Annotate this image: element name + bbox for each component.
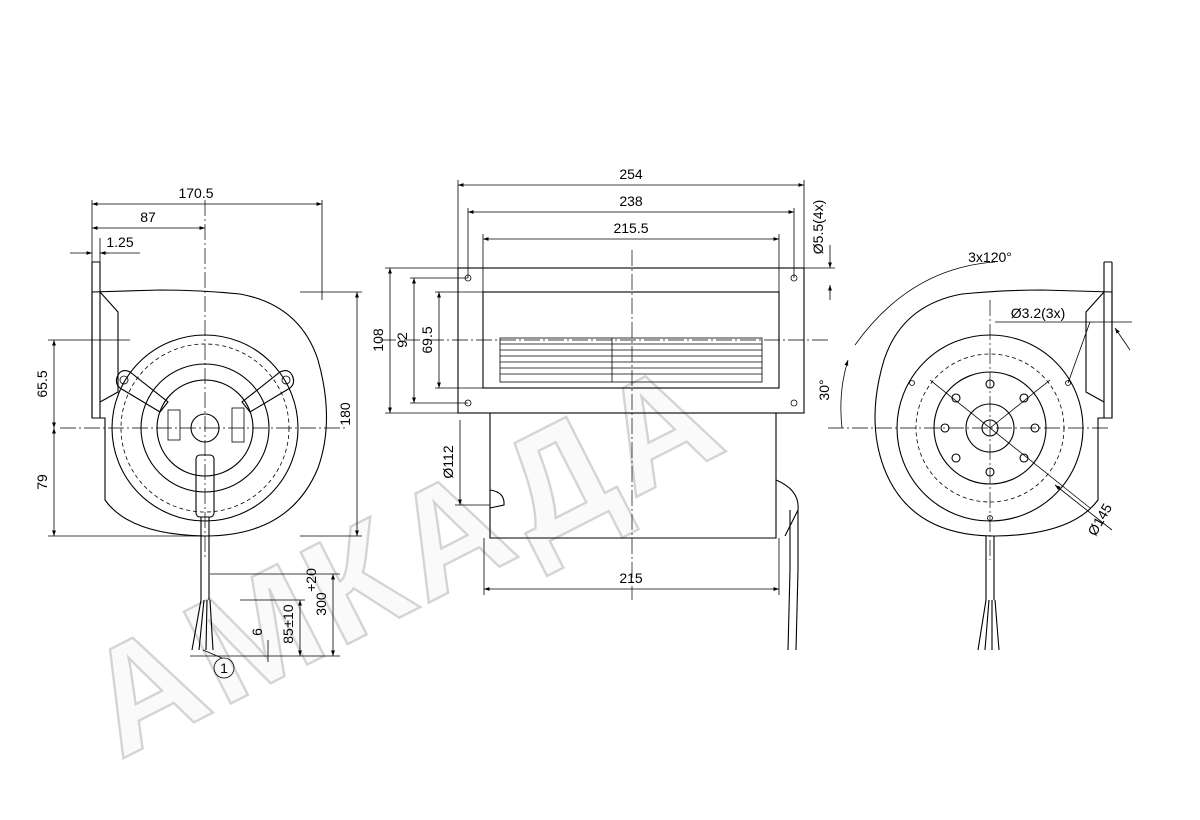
dim-55-label: Ø5.5(4x) <box>810 200 826 254</box>
mid-housing-body <box>489 413 799 539</box>
dim-79-label: 79 <box>34 474 50 490</box>
dim-112-label: Ø112 <box>440 445 456 478</box>
left-mount-arm-right <box>241 369 295 413</box>
dim-32-label: Ø3.2(3x) <box>1011 305 1065 321</box>
dim-145-label: Ø145 <box>1084 500 1115 538</box>
dim-6-label: 6 <box>249 628 265 636</box>
mid-cable <box>787 510 799 651</box>
dim-125-label: 1.25 <box>106 234 133 250</box>
left-arm-hole-1 <box>119 375 129 385</box>
dim-695-label: 69.5 <box>419 326 435 353</box>
dim-30-label: 30° <box>816 379 832 400</box>
right-diagonal-1 <box>929 379 1091 509</box>
mid-impeller <box>499 337 763 383</box>
dim-215-label: 215 <box>619 570 643 586</box>
angle-arc-120 <box>854 261 996 346</box>
left-arm-hole-2 <box>281 375 291 385</box>
dim-87-label: 87 <box>140 209 156 225</box>
left-cable <box>191 517 214 651</box>
dim-300-label: 300 <box>313 592 329 616</box>
dim-92-label: 92 <box>394 332 410 348</box>
right-outlet-flange <box>1085 261 1113 419</box>
right-housing-outline <box>874 289 1113 537</box>
callout-leader <box>202 649 223 659</box>
right-cable <box>977 536 1000 651</box>
dim-655-label: 65.5 <box>34 370 50 397</box>
rivet <box>951 453 961 463</box>
left-label-plate-2 <box>231 407 245 443</box>
impeller-body <box>499 337 763 383</box>
left-view: 170.5 87 1.25 65.5 79 180 300 +20 85 ±10… <box>34 185 362 679</box>
mount-hole <box>790 399 798 407</box>
right-mount-hole <box>909 380 915 386</box>
right-view: 3x120° Ø3.2(3x) 30° Ø145 <box>816 249 1132 651</box>
callout-circle-icon <box>213 657 235 679</box>
dim-238-label: 238 <box>619 193 643 209</box>
middle-view: 254 238 215.5 Ø5.5(4x) 108 92 69.5 Ø112 <box>370 166 835 651</box>
right-mount-hole <box>1065 380 1071 386</box>
dim-180-label: 180 <box>337 402 353 426</box>
dim-2155-label: 215.5 <box>613 220 648 236</box>
dim-300-tol: +20 <box>303 568 319 592</box>
left-label-plate-1 <box>167 409 181 441</box>
dim-85-label: 85 <box>280 628 296 644</box>
dim-108-label: 108 <box>370 328 386 352</box>
mid-inlet-ring <box>489 489 505 509</box>
dim-1705-label: 170.5 <box>178 185 213 201</box>
dim-arrow-32 <box>1114 327 1131 351</box>
dim-3x120-label: 3x120° <box>968 249 1012 265</box>
right-diagonal-2 <box>989 379 1051 429</box>
callout-1-label: 1 <box>220 660 228 676</box>
mid-flange <box>457 267 805 414</box>
angle-arc-30 <box>840 359 849 429</box>
left-housing-outline <box>91 289 327 537</box>
dim-85-tol: ±10 <box>280 604 296 627</box>
watermark: АМКАДА <box>57 324 750 789</box>
left-mount-arm-left <box>115 369 169 413</box>
watermark-text: АМКАДА <box>58 326 749 789</box>
dim-line-145 <box>1054 484 1113 531</box>
dim-254-label: 254 <box>619 166 643 182</box>
leader <box>1067 321 1091 384</box>
